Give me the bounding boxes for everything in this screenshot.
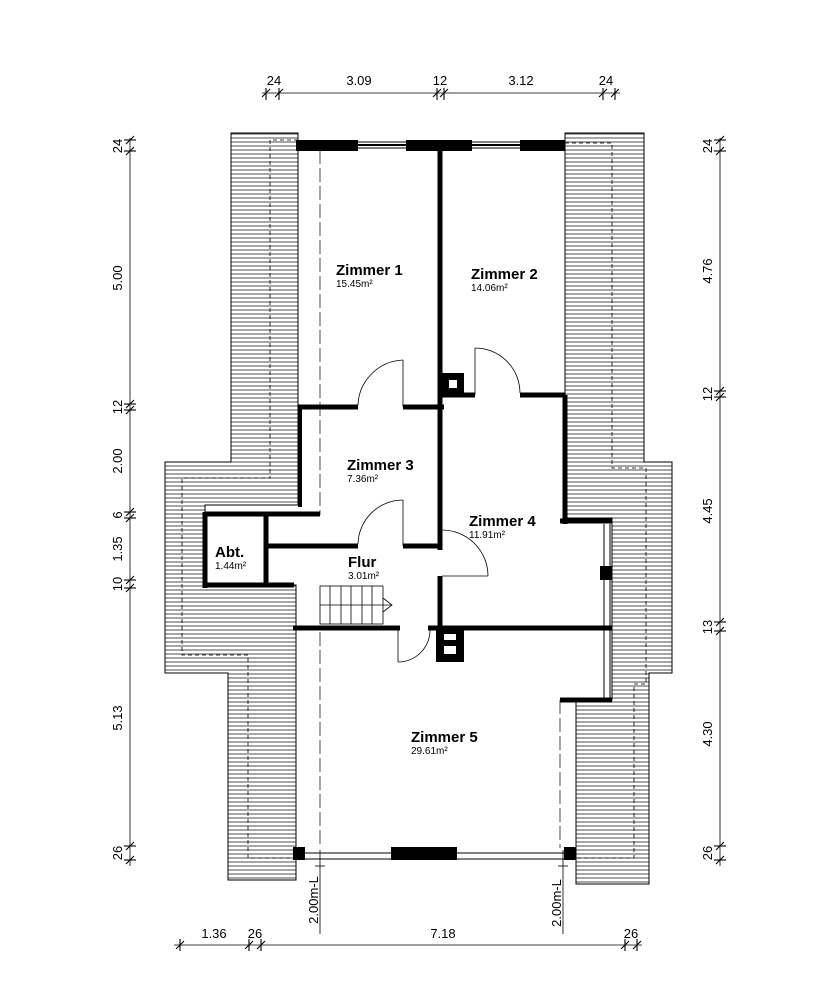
room-name-zimmer-1: Zimmer 1: [336, 262, 403, 279]
staircase: [319, 585, 393, 625]
room-area-zimmer-5: 29.61m²: [411, 746, 448, 757]
dim-bottom-4: 26: [624, 926, 638, 941]
dim-left-4: 2.00: [110, 448, 125, 473]
dim-top-4: 3.12: [508, 73, 533, 88]
dim-right-4: 4.45: [700, 498, 715, 523]
dim-left-8: 5.13: [110, 705, 125, 730]
dim-right-6: 4.30: [700, 721, 715, 746]
dim-left-2: 5.00: [110, 265, 125, 290]
room-area-abt: 1.44m²: [215, 561, 247, 572]
room-area-zimmer-2: 14.06m²: [471, 283, 508, 294]
room-area-zimmer-1: 15.45m²: [336, 279, 373, 290]
dimension-labels-left: 24 5.00 12 2.00 6 1.35 10 5.13 26: [110, 139, 125, 860]
dim-bottom-1: 1.36: [201, 926, 226, 941]
room-name-zimmer-4: Zimmer 4: [469, 513, 536, 530]
dim-right-7: 26: [700, 846, 715, 860]
dim-right-3: 12: [700, 387, 715, 401]
room-area-zimmer-4: 11.91m²: [469, 530, 506, 541]
room-area-zimmer-3: 7.36m²: [347, 474, 379, 485]
dim-top-2: 3.09: [346, 73, 371, 88]
dim-left-5: 6: [110, 511, 125, 518]
room-area-flur: 3.01m²: [348, 571, 380, 582]
room-name-zimmer-5: Zimmer 5: [411, 729, 478, 746]
room-labels: Zimmer 1 15.45m² Zimmer 2 14.06m² Zimmer…: [215, 262, 538, 757]
dim-right-5: 13: [700, 620, 715, 634]
roof-hatching: [164, 132, 673, 885]
dimensions-right: [714, 135, 726, 866]
room-name-zimmer-2: Zimmer 2: [471, 266, 538, 283]
dim-right-2: 4.76: [700, 258, 715, 283]
dim-left-7: 10: [110, 577, 125, 591]
dim-left-1: 24: [110, 139, 125, 153]
dim-top-3: 12: [433, 73, 447, 88]
height-label-left: 2.00m-L: [306, 876, 321, 924]
dimension-labels-bottom: 1.36 26 7.18 26: [201, 926, 638, 941]
height-line-markers: [315, 850, 568, 934]
dim-bottom-3: 7.18: [430, 926, 455, 941]
dimension-labels-top: 24 3.09 12 3.12 24: [267, 73, 613, 88]
dim-left-6: 1.35: [110, 536, 125, 561]
dim-left-9: 26: [110, 846, 125, 860]
dim-left-3: 12: [110, 400, 125, 414]
dim-top-1: 24: [267, 73, 281, 88]
dimension-labels-right: 24 4.76 12 4.45 13 4.30 26: [700, 139, 715, 860]
dim-bottom-2: 26: [248, 926, 262, 941]
dimensions-top: [261, 88, 620, 100]
walls: [202, 140, 612, 860]
room-name-zimmer-3: Zimmer 3: [347, 457, 414, 474]
room-name-flur: Flur: [348, 554, 376, 571]
dimensions-left: [124, 135, 136, 866]
dim-top-5: 24: [599, 73, 613, 88]
doors: [357, 347, 521, 663]
room-name-abt: Abt.: [215, 544, 244, 561]
knee-wall-lines: [319, 150, 561, 848]
dim-right-1: 24: [700, 139, 715, 153]
height-label-right: 2.00m-L: [549, 879, 564, 927]
dimensions-bottom: [174, 939, 642, 951]
